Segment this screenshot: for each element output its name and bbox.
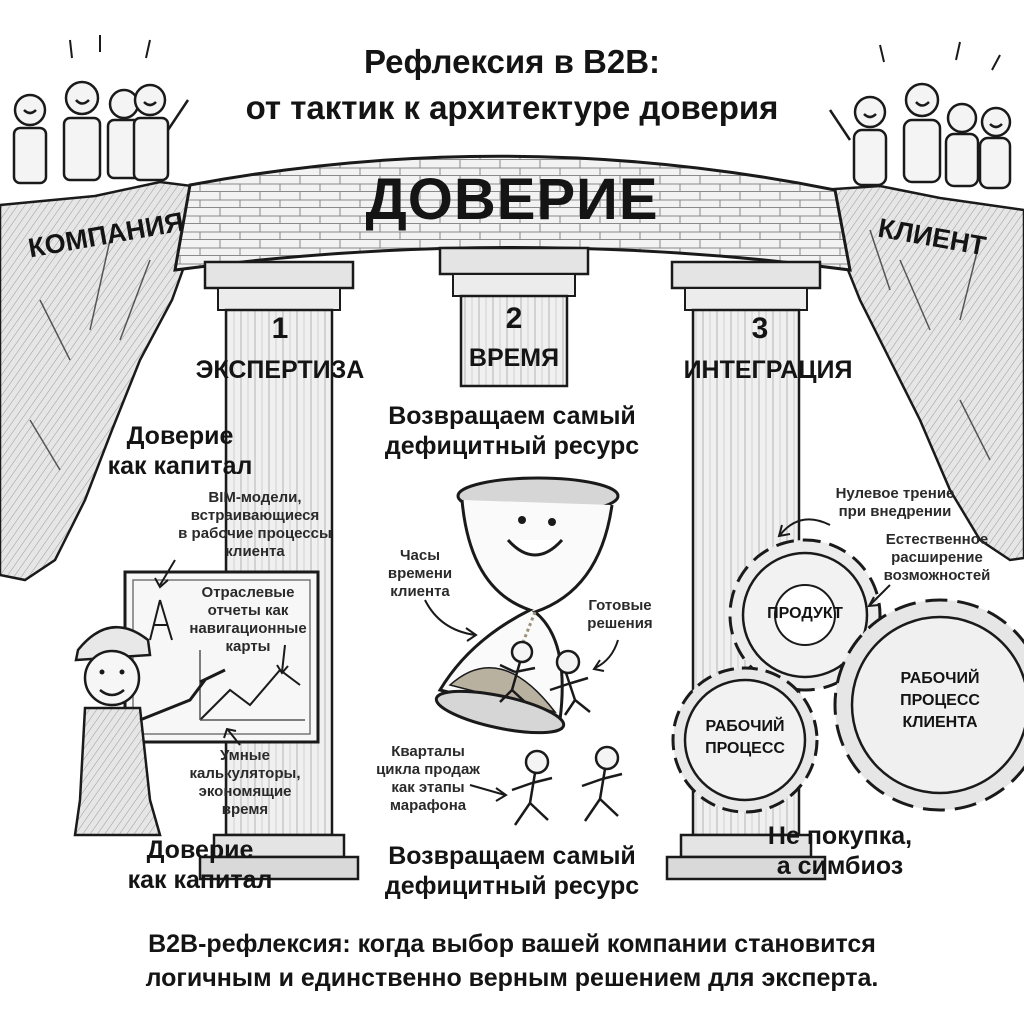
note-bim-line-4: клиента: [225, 543, 285, 560]
note-bim-line-1: BIM-модели,: [208, 489, 302, 506]
note-quarters-line-4: марафона: [389, 797, 467, 814]
note-ready-line-1: Готовые: [588, 597, 652, 614]
pillar-1-name: ЭКСПЕРТИЗА: [195, 356, 365, 384]
gear-label-product: ПРОДУКТ: [767, 605, 843, 622]
gear-label-client-workflow-line-2: ПРОЦЕСС: [900, 692, 980, 709]
gear-client-workflow: [833, 598, 1024, 812]
bridge-arch: [173, 154, 852, 272]
gear-label-workflow-line-1: РАБОЧИЙ: [705, 718, 785, 735]
engineer-with-board: [73, 570, 320, 837]
note-reports-line-1: Отраслевые: [201, 584, 295, 601]
footer-line-2: логичным и единственно верным решением д…: [145, 964, 879, 992]
pillar-3-name: ИНТЕГРАЦИЯ: [683, 356, 853, 384]
note-hours-line-1: Часы: [399, 547, 441, 564]
note-reports-line-2: отчеты как: [207, 602, 289, 619]
pillar-1-heading-line-1: Доверие: [126, 422, 234, 450]
pillar-2-heading-line-1: Возвращаем самый: [388, 402, 636, 430]
pillar-2-heading-line-2: дефицитный ресурс: [384, 432, 640, 460]
pillar-1-footer-line-1: Доверие: [146, 836, 254, 864]
note-ready-line-2: решения: [587, 615, 653, 632]
note-bim-line-2: встраивающиеся: [190, 507, 320, 524]
pillar-3-arrows: [777, 518, 891, 608]
ready-solution-figures: [499, 640, 591, 716]
note-quarters-line-3: как этапы: [391, 779, 465, 796]
pillar-2: [438, 246, 590, 388]
note-reports-line-4: карты: [225, 638, 271, 655]
pillar-3-number: 3: [751, 312, 769, 345]
pillar-2-name: ВРЕМЯ: [468, 344, 560, 372]
pillar-2-number: 2: [505, 302, 523, 335]
note-quarters-line-2: цикла продаж: [376, 761, 480, 778]
title-line-1: Рефлексия в B2B:: [363, 43, 661, 80]
note-calculators-line-3: экономящие: [198, 783, 292, 800]
pillar-2-footer-line-1: Возвращаем самый: [388, 842, 636, 870]
pillar-3-footer-line-2: а симбиоз: [776, 852, 904, 880]
client-team-figures: [828, 41, 1012, 190]
marathon-runners: [511, 745, 623, 826]
note-zero-friction-line-2: при внедрении: [838, 503, 952, 520]
pillar-1-number: 1: [271, 312, 289, 345]
gear-label-workflow-line-2: ПРОЦЕСС: [705, 740, 785, 757]
note-calculators-line-4: время: [221, 801, 269, 818]
company-team-figures: [12, 35, 190, 185]
note-quarters-line-1: Кварталы: [391, 743, 465, 760]
pillar-2-footer-line-2: дефицитный ресурс: [384, 872, 640, 900]
gear-workflow: [671, 666, 819, 814]
note-expansion-line-3: возможностей: [883, 567, 991, 584]
note-hours-line-3: клиента: [390, 583, 450, 600]
pillar-1-heading-line-2: как капитал: [107, 452, 253, 480]
pillar-1: [198, 260, 360, 881]
pillar-2-arrows: [424, 599, 619, 802]
note-bim-line-3: в рабочие процессы: [178, 525, 332, 542]
note-calculators-line-2: калькуляторы,: [189, 765, 301, 782]
bridge-label-trust: ДОВЕРИЕ: [365, 167, 659, 232]
gear-label-client-workflow-line-1: РАБОЧИЙ: [900, 670, 980, 687]
footer-line-1: B2B-рефлексия: когда выбор вашей компани…: [148, 930, 876, 958]
note-calculators-line-1: Умные: [220, 747, 270, 764]
note-zero-friction-line-1: Нулевое трение: [835, 485, 955, 502]
pillar-1-arrows: [154, 559, 289, 746]
note-expansion-line-2: расширение: [891, 549, 983, 566]
note-reports-line-3: навигационные: [189, 620, 307, 637]
note-expansion-line-1: Естественное: [885, 531, 989, 548]
left-cliff: [0, 180, 210, 582]
pillar-3-footer-line-1: Не покупка,: [767, 822, 913, 850]
gear-label-client-workflow-line-3: КЛИЕНТА: [902, 714, 978, 731]
pillar-1-footer-line-2: как капитал: [127, 866, 273, 894]
gear-product: [728, 538, 882, 692]
title-line-2: от тактик к архитектуре доверия: [245, 89, 779, 126]
hourglass-character: [434, 476, 620, 735]
note-hours-line-2: времени: [387, 565, 453, 582]
